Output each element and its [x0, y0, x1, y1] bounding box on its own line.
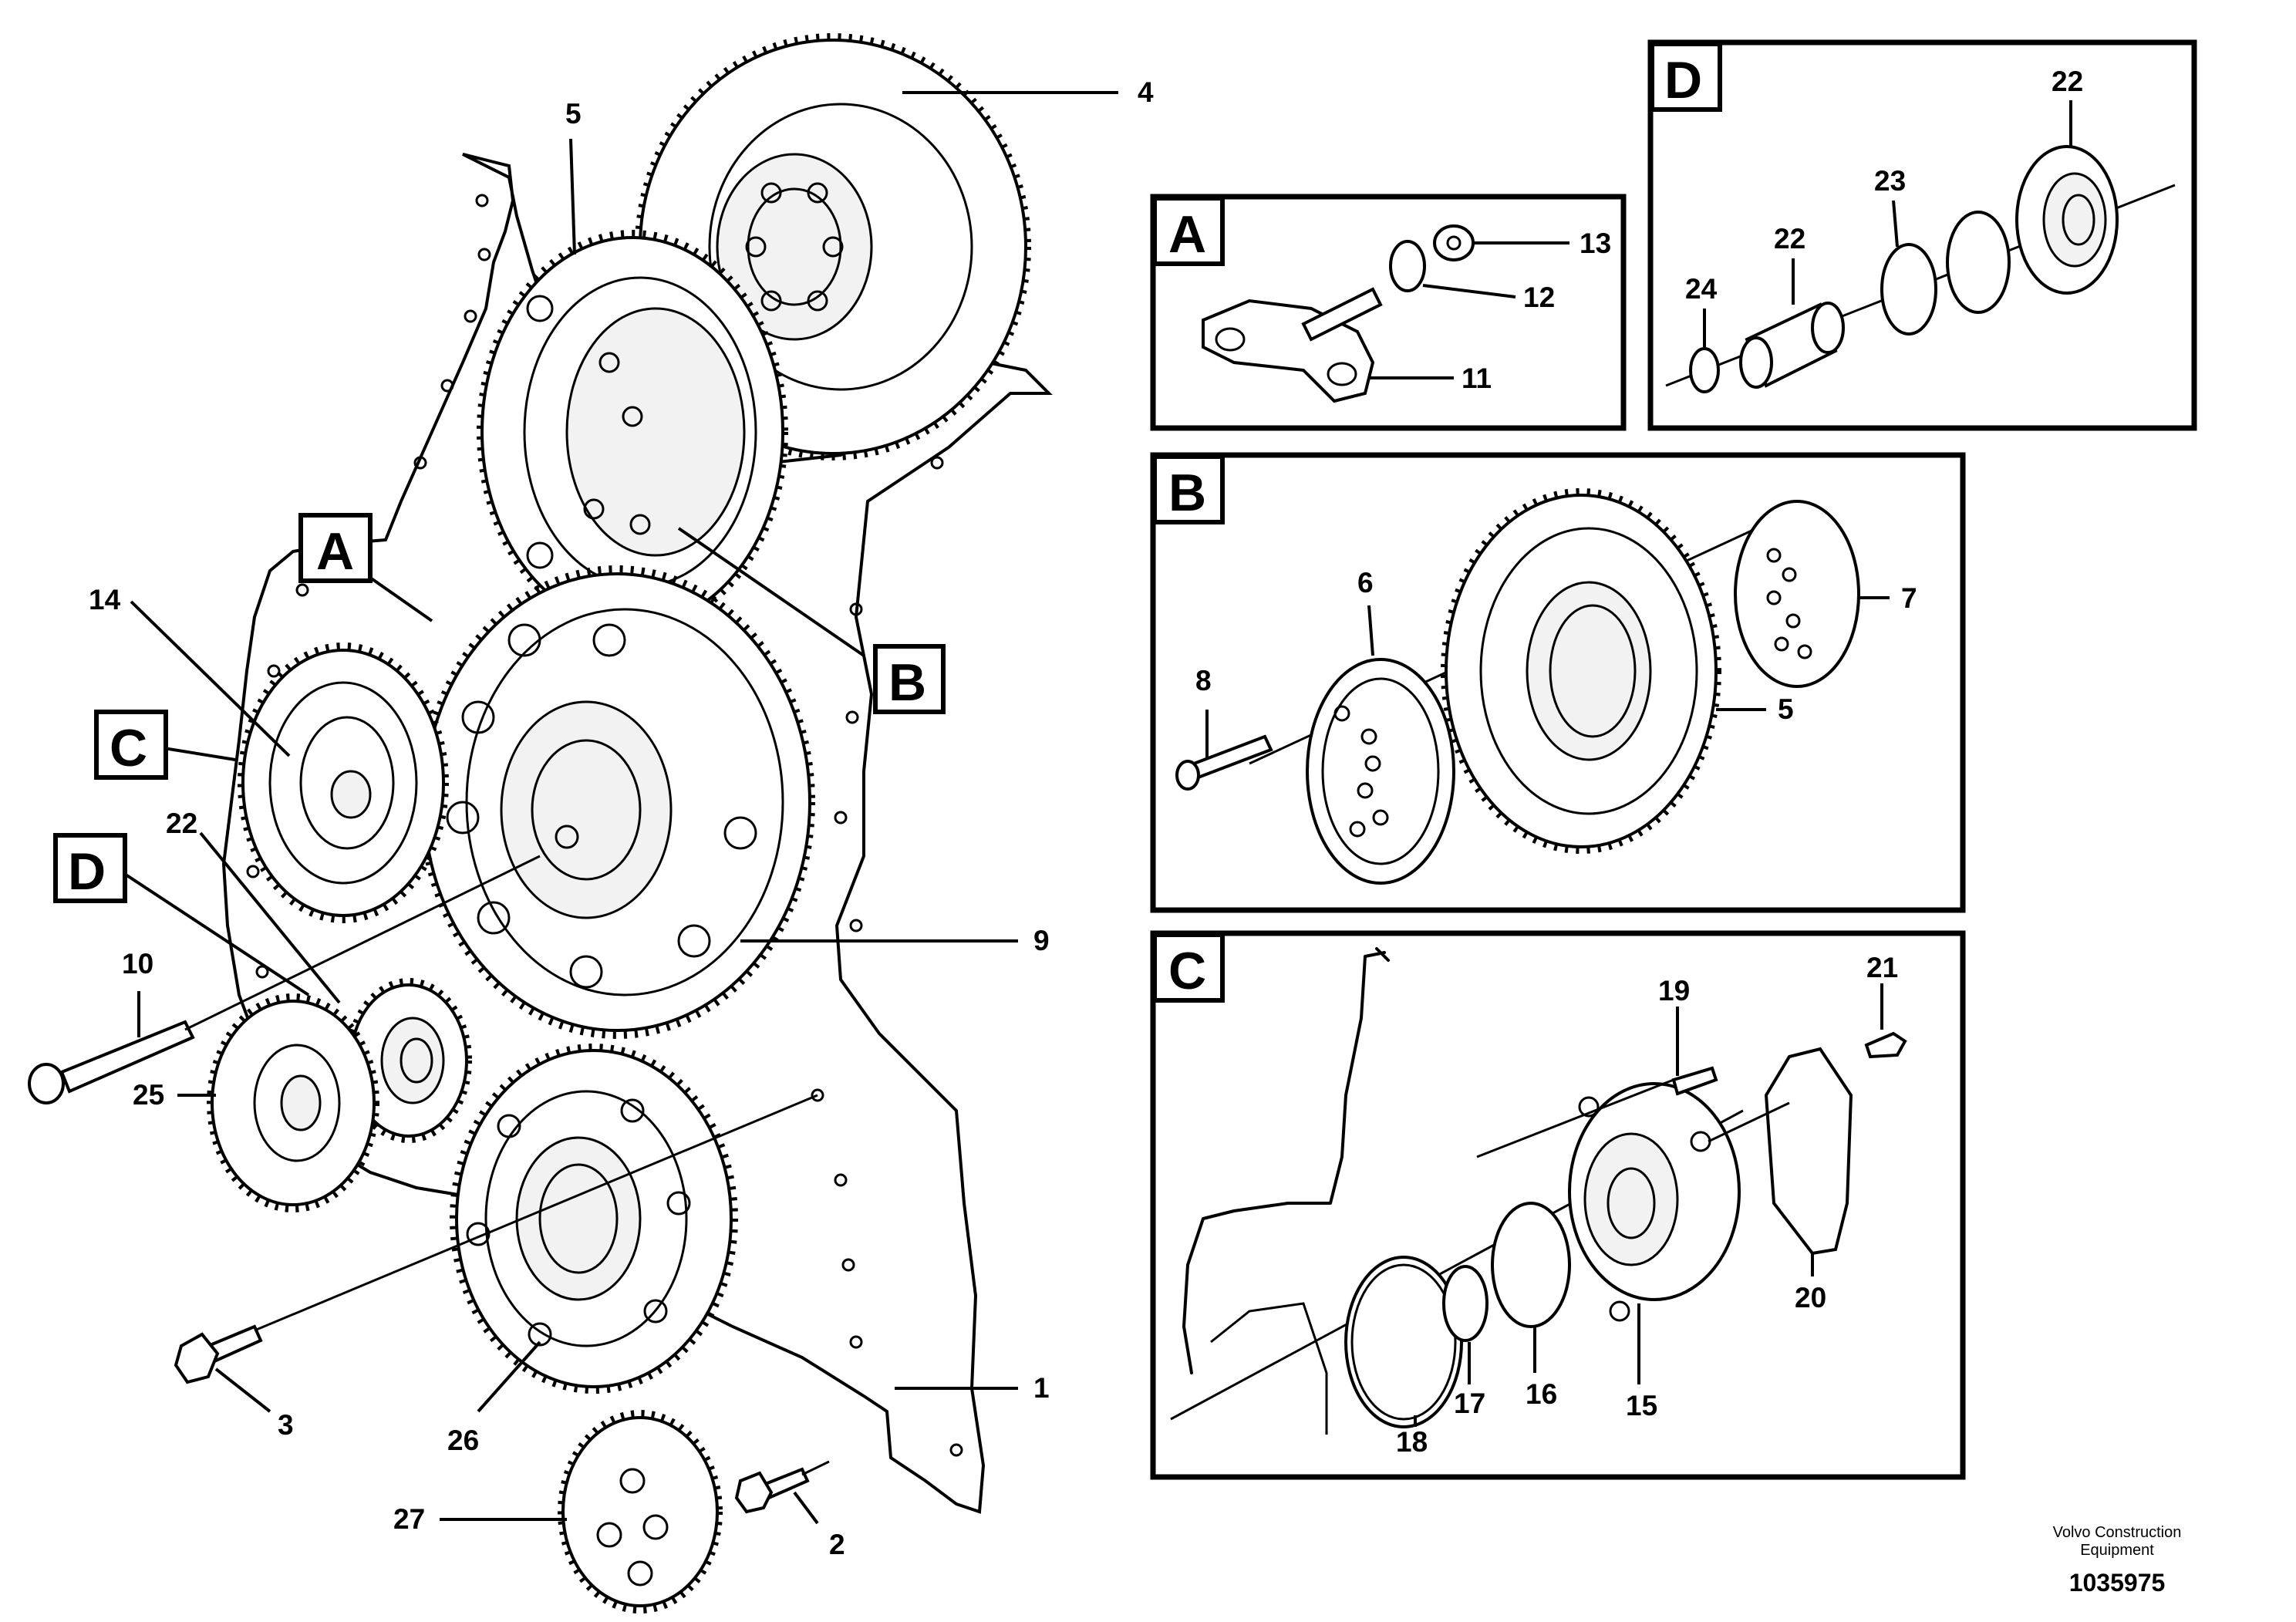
callout-22: 22 — [166, 808, 197, 839]
callout-23: 23 — [1874, 165, 1906, 197]
callout-8: 8 — [1195, 665, 1212, 696]
detail-ref-A: A — [298, 513, 373, 583]
gear-25 — [207, 993, 379, 1212]
main-callouts: 4 5 9 1 2 3 10 14 22 25 26 27 — [89, 76, 1154, 1560]
gear-5 — [477, 230, 788, 634]
detail-panel-A-label: A — [1168, 205, 1206, 264]
svg-text:C: C — [110, 719, 147, 777]
gear-14 — [238, 642, 449, 923]
callout-4: 4 — [1138, 76, 1154, 108]
bolt-2 — [734, 1460, 830, 1514]
detail-panel-A: A 13 12 11 — [1150, 194, 1627, 431]
callout-2: 2 — [829, 1529, 845, 1560]
callout-22-detail-d-shaft: 22 — [1774, 223, 1805, 255]
svg-text:A: A — [316, 522, 354, 581]
detail-panel-D: D 24 22 23 22 — [1647, 39, 2197, 431]
bolt-10 — [28, 855, 541, 1104]
callout-10: 10 — [122, 948, 153, 980]
callout-14: 14 — [89, 584, 121, 615]
detail-panel-C: C 19 21 20 18 17 16 15 — [1150, 930, 1966, 1480]
gear-27 — [558, 1410, 723, 1614]
svg-text:B: B — [888, 653, 926, 712]
callout-20: 20 — [1795, 1282, 1826, 1313]
bolt-3 — [174, 1094, 818, 1384]
callout-5-detail-b: 5 — [1778, 693, 1794, 725]
callout-3: 3 — [278, 1409, 294, 1441]
callout-25: 25 — [133, 1079, 164, 1111]
callout-16: 16 — [1526, 1378, 1557, 1410]
callout-1: 1 — [1033, 1372, 1050, 1404]
callout-26: 26 — [447, 1425, 479, 1456]
callout-24: 24 — [1685, 273, 1718, 305]
callout-13: 13 — [1580, 228, 1611, 259]
brand-line-2: Equipment — [2080, 1542, 2154, 1559]
document-number: 1035975 — [2069, 1569, 2166, 1597]
detail-ref-D: D — [53, 833, 127, 903]
detail-panel-D-label: D — [1664, 51, 1702, 110]
callout-7: 7 — [1901, 582, 1917, 614]
gear-9 — [419, 565, 815, 1039]
callout-6: 6 — [1357, 567, 1374, 599]
detail-panel-B-label: B — [1168, 464, 1206, 522]
footer: Volvo Construction Equipment 1035975 — [2053, 1524, 2182, 1597]
callout-15: 15 — [1626, 1390, 1657, 1421]
svg-text:D: D — [68, 842, 106, 901]
gear-26 — [450, 1044, 738, 1394]
detail-panel-C-label: C — [1168, 942, 1206, 1000]
detail-ref-B: B — [873, 644, 946, 714]
callout-12: 12 — [1523, 282, 1555, 313]
callout-27: 27 — [393, 1503, 425, 1535]
callout-19: 19 — [1658, 975, 1690, 1007]
main-assembly: 4 5 9 1 2 3 10 14 22 25 26 27 A B C — [28, 33, 1154, 1614]
detail-ref-C: C — [94, 710, 168, 780]
detail-panel-B: B 8 6 7 5 — [1150, 452, 1966, 913]
callout-22-detail-d-bearing: 22 — [2052, 66, 2083, 97]
callout-11: 11 — [1462, 363, 1492, 394]
callout-18: 18 — [1396, 1426, 1428, 1458]
callout-9: 9 — [1033, 925, 1050, 956]
brand-line-1: Volvo Construction — [2053, 1524, 2182, 1541]
callout-21: 21 — [1866, 952, 1898, 983]
gear-22 — [346, 978, 472, 1143]
callout-17: 17 — [1454, 1388, 1485, 1419]
callout-5: 5 — [565, 98, 582, 130]
